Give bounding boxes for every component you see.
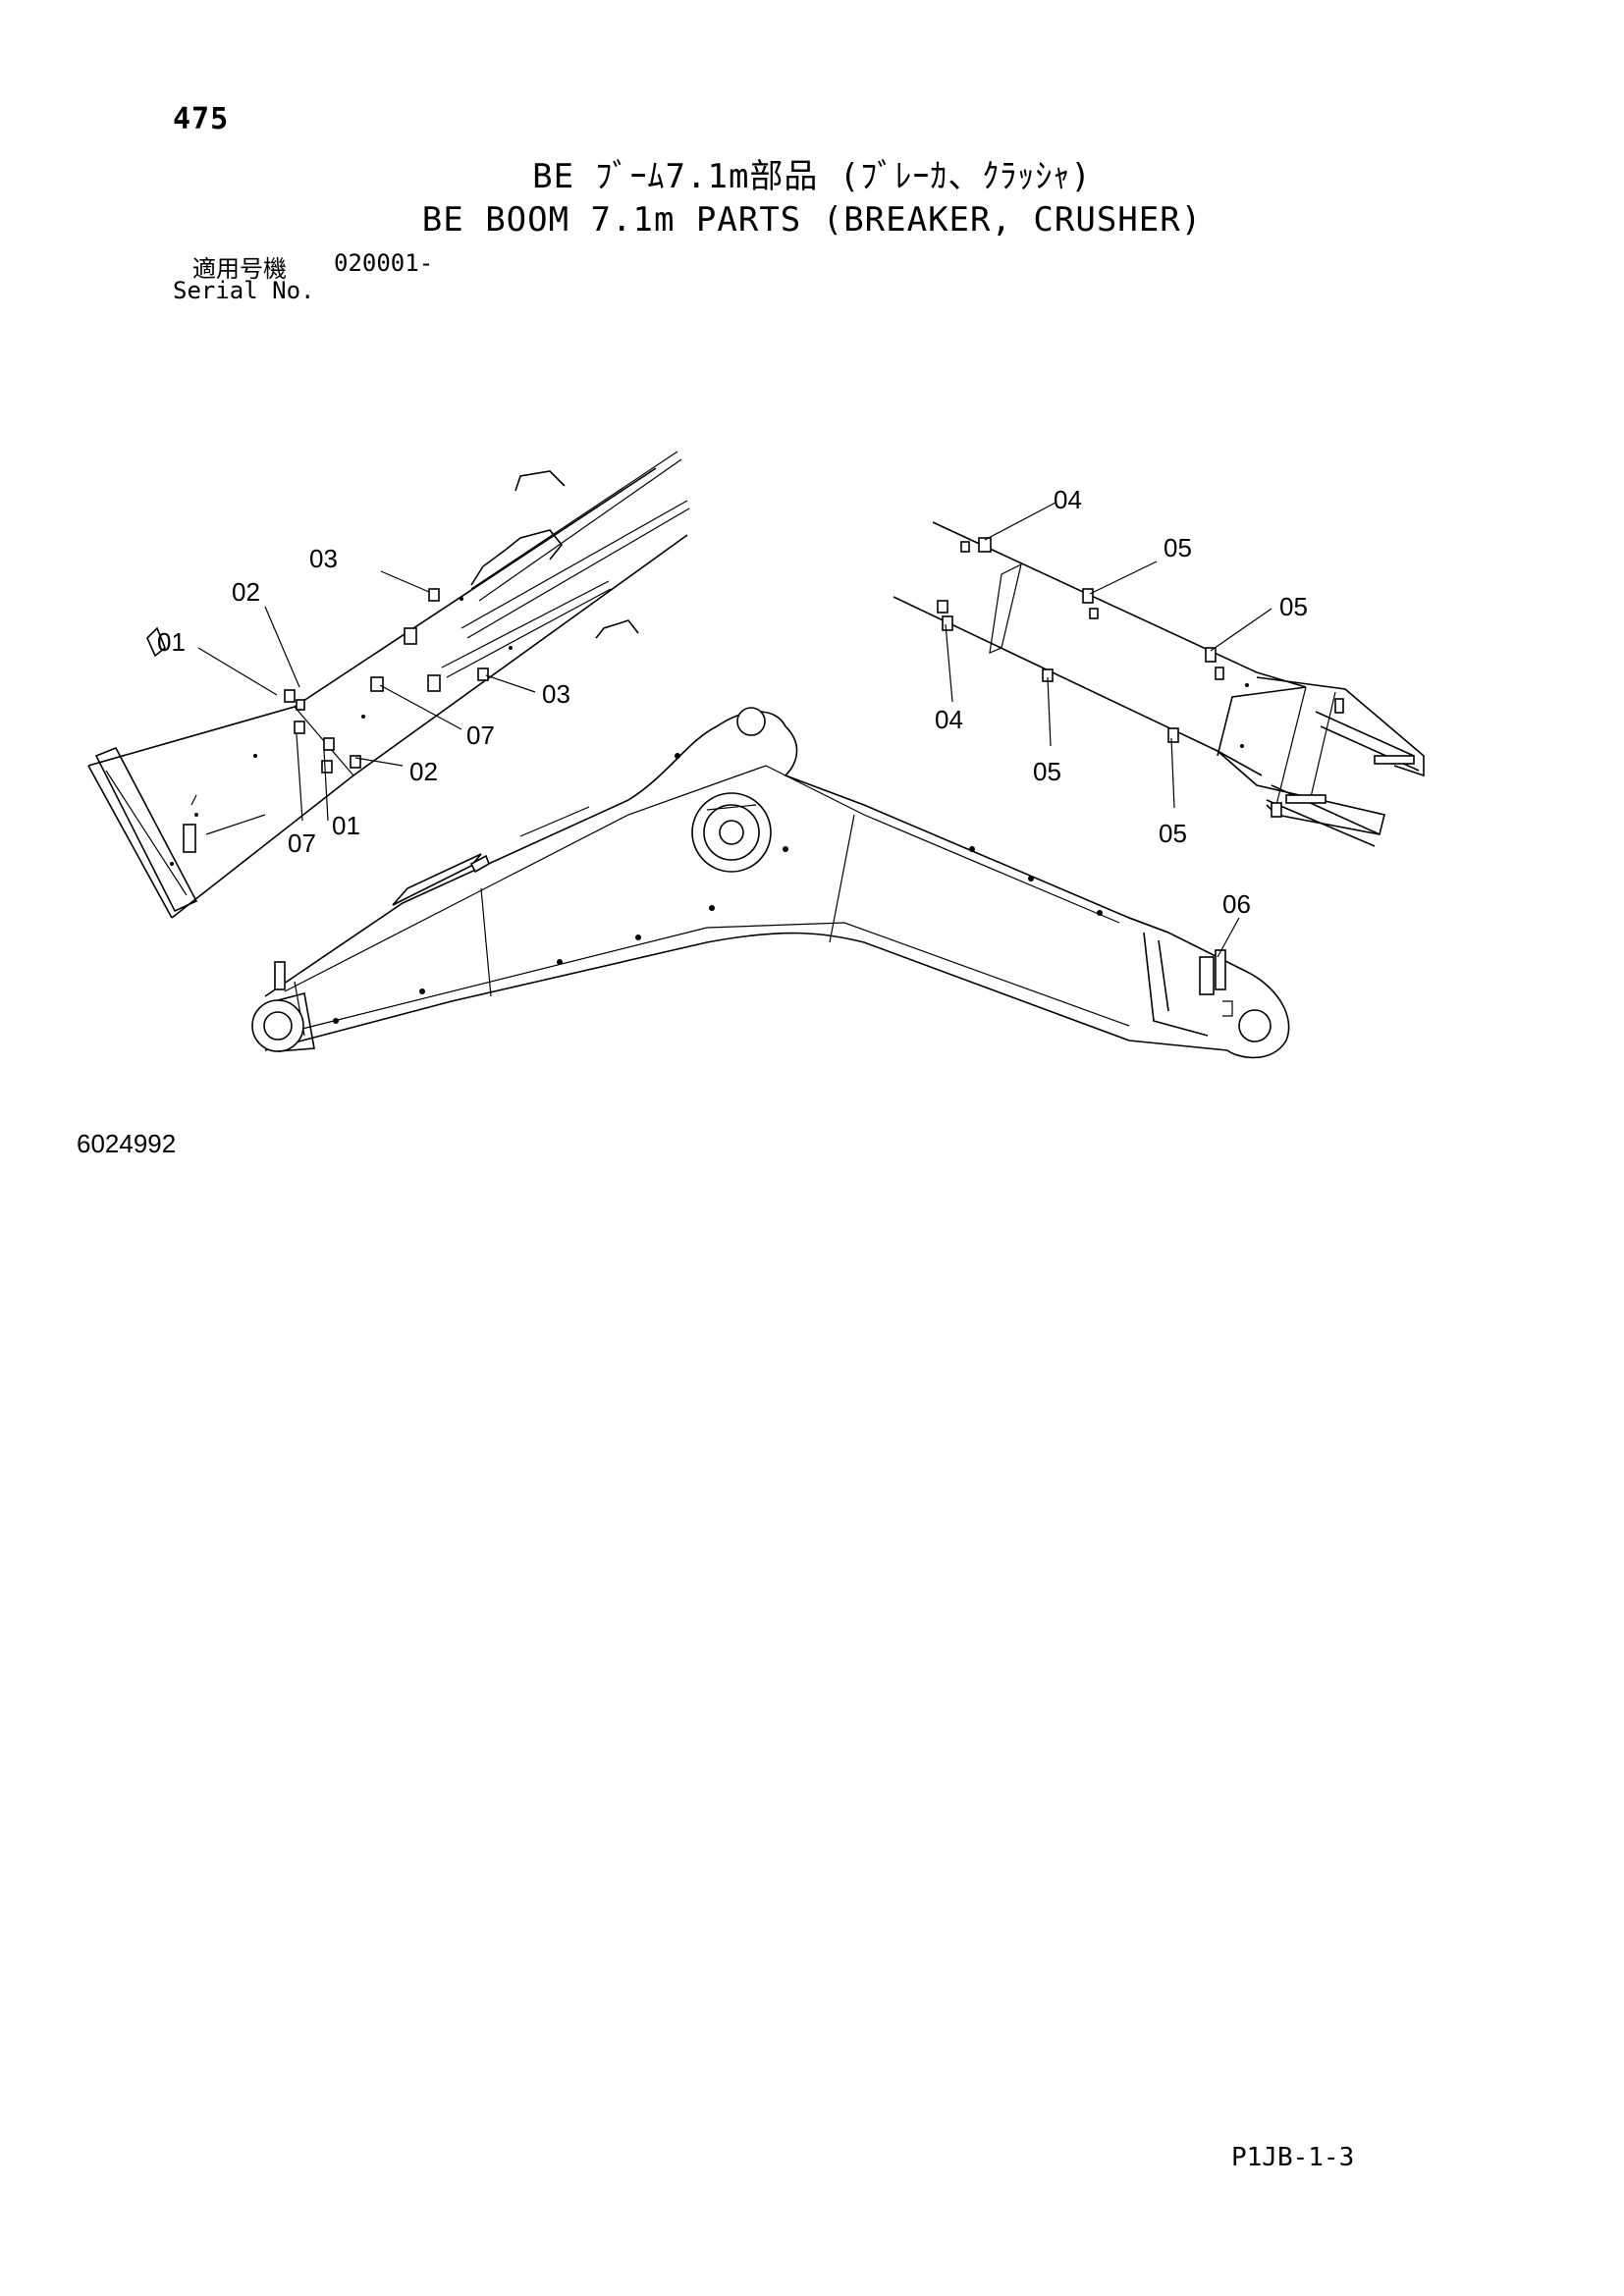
callout-02: 02 — [232, 577, 260, 607]
callout-05: 05 — [1159, 819, 1187, 848]
right-detail-view: 04 05 05 04 05 05 — [893, 485, 1425, 848]
callout-05: 05 — [1279, 592, 1308, 621]
callout-06: 06 — [1222, 889, 1251, 919]
title-japanese: BE ﾌﾞｰﾑ7.1m部品 (ﾌﾞﾚｰｶ、ｸﾗｯｼｬ) — [532, 157, 1092, 196]
page-code: P1JB-1-3 — [1231, 2143, 1355, 2172]
callout-07: 07 — [288, 828, 316, 858]
callout-07: 07 — [466, 721, 495, 750]
callout-04: 04 — [1054, 485, 1082, 514]
page-number: 475 — [173, 102, 230, 136]
callout-03: 03 — [309, 544, 338, 573]
serial-label-english: Serial No. — [173, 277, 315, 304]
title-english: BE BOOM 7.1m PARTS (BREAKER, CRUSHER) — [421, 200, 1203, 240]
left-detail-view: 01 02 03 03 07 02 07 01 — [87, 451, 690, 919]
callout-01: 01 — [157, 627, 186, 657]
serial-label-japanese: 適用号機 — [192, 255, 287, 283]
callout-05: 05 — [1033, 757, 1061, 786]
callout-01: 01 — [332, 811, 360, 840]
callout-04: 04 — [935, 705, 963, 734]
callout-02: 02 — [409, 757, 438, 786]
callout-05: 05 — [1164, 533, 1192, 562]
main-boom-view: 06 — [251, 707, 1290, 1059]
serial-number-value: 020001- — [334, 249, 434, 277]
callout-03: 03 — [542, 679, 570, 709]
drawing-number: 6024992 — [77, 1129, 177, 1158]
